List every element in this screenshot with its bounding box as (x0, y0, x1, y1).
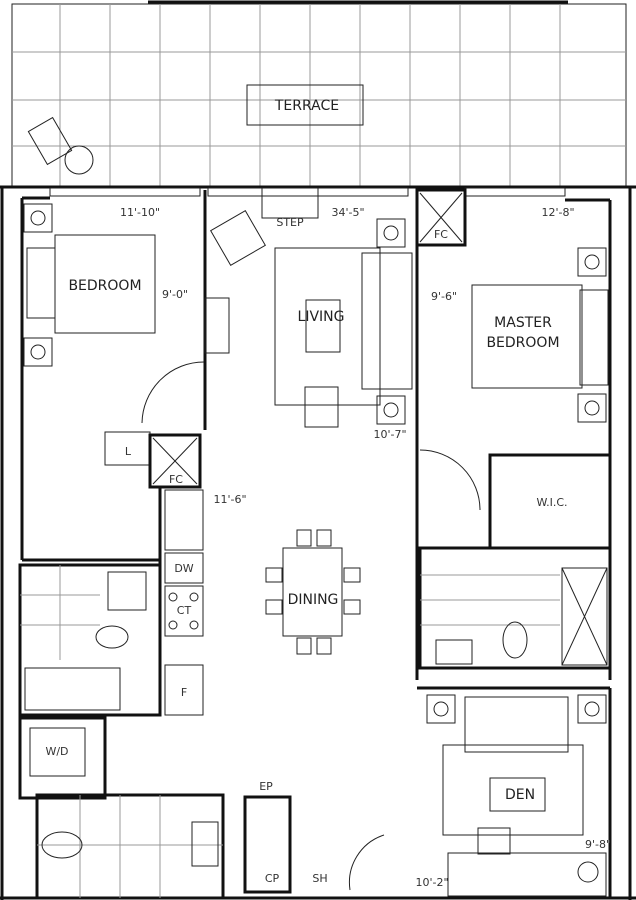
fridge (164, 664, 204, 716)
linen-label: L (125, 445, 132, 458)
lamp (577, 861, 599, 883)
nightstand (23, 337, 53, 367)
powder-room (35, 793, 225, 900)
vanity (191, 821, 219, 867)
ct-label: CT (177, 604, 192, 617)
bathroom (18, 563, 162, 717)
dimension-dining: 11'-6" (213, 493, 246, 506)
shower (561, 567, 608, 666)
vanity (435, 639, 473, 665)
tv-unit (204, 297, 230, 354)
toilet (95, 625, 129, 649)
dimension-bedroom-width: 11'-10" (120, 206, 160, 219)
dishwasher (164, 552, 204, 584)
ep-closet (243, 795, 292, 894)
room-label-wic: W.I.C. (536, 496, 567, 509)
headboard (464, 696, 569, 753)
fc-closet (415, 188, 467, 247)
room-label-den: DEN (505, 787, 535, 803)
master-bath (418, 546, 612, 670)
cp-label: CP (265, 872, 280, 885)
desk-chair (477, 827, 511, 855)
pillows (579, 289, 609, 386)
terrace-table (246, 84, 364, 126)
room-label-terrace: TERRACE (274, 98, 339, 114)
fc-label: FC (434, 228, 448, 241)
room-label-master-1: MASTER (494, 315, 552, 331)
room-label-wd: W/D (45, 745, 68, 758)
lounge-chair (27, 116, 73, 166)
desk (447, 852, 607, 897)
bathtub (24, 667, 121, 711)
armchair (304, 386, 339, 428)
bed (471, 284, 583, 389)
dimension-master-depth: 9'-6" (431, 290, 457, 303)
side-table (64, 145, 94, 175)
rug (274, 247, 381, 406)
dining (265, 529, 361, 655)
room-label-dining: DINING (288, 592, 339, 608)
room-label-bedroom: BEDROOM (68, 278, 141, 294)
terrace-area (11, 0, 627, 189)
sh-label: SH (312, 872, 327, 885)
living (209, 187, 413, 428)
cooktop (164, 585, 204, 637)
nightstand (23, 203, 53, 233)
dimension-den-width: 9'-8" (585, 838, 611, 851)
fridge-label: F (181, 686, 187, 699)
armchair (209, 209, 267, 267)
room-label-living: LIVING (298, 309, 345, 325)
dimension-living-width: 34'-5" (331, 206, 364, 219)
fc-hall-label: FC (169, 473, 183, 486)
dimension-bedroom-depth: 9'-0" (162, 288, 188, 301)
door-swing (419, 449, 481, 511)
sink (164, 489, 204, 551)
dw-label: DW (174, 562, 193, 575)
rug (442, 744, 584, 836)
vanity (107, 571, 147, 611)
sofa (361, 252, 413, 390)
den (417, 686, 612, 898)
master-bedroom (415, 188, 612, 680)
dimension-den-depth: 10'-2" (415, 876, 448, 889)
toilet (41, 831, 83, 859)
laundry (18, 716, 107, 800)
dimension-living-depth: 10'-7" (373, 428, 406, 441)
step-label: STEP (276, 216, 304, 229)
dimension-master-width: 12'-8" (541, 206, 574, 219)
bathrooms (18, 563, 385, 900)
room-label-master-2: BEDROOM (486, 335, 559, 351)
bedroom (20, 190, 230, 562)
dining-table (282, 547, 343, 637)
entry-door-swing (348, 834, 385, 891)
fc-closet-hall (148, 433, 202, 489)
washer-dryer (29, 727, 86, 777)
toilet (502, 621, 528, 659)
pillows (26, 247, 56, 319)
step (261, 187, 319, 219)
ep-label: EP (259, 780, 273, 793)
coffee-table (305, 299, 341, 353)
door-swing (141, 361, 205, 424)
